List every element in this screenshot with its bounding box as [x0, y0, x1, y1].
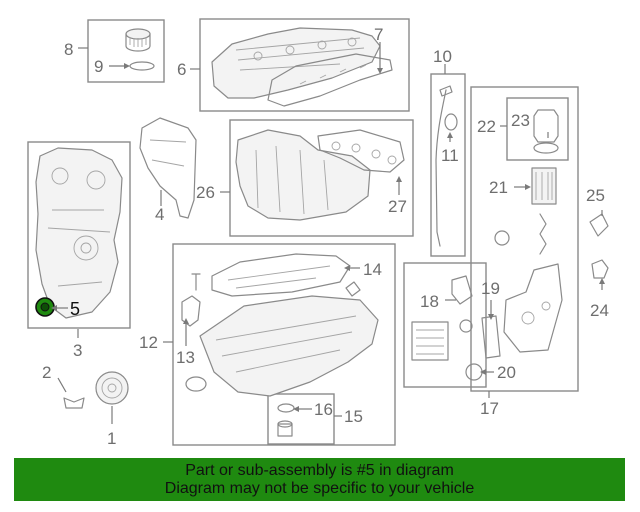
callout-17: 17: [480, 399, 499, 418]
box-oil-pan: [172, 243, 396, 446]
drain-plug-drawing: [277, 403, 295, 437]
callout-23: 23: [511, 111, 530, 130]
banner-line-2: Diagram may not be specific to your vehi…: [164, 479, 475, 497]
callout-26: 26: [196, 183, 215, 202]
callout-22: 22: [477, 117, 496, 136]
box-drain-plug: [267, 393, 335, 445]
callout-14: 14: [363, 260, 382, 279]
box-intake-manifold: [229, 119, 414, 237]
callout-27: 27: [388, 197, 407, 216]
box-oil-filter-cap: [506, 97, 569, 161]
callout-11: 11: [441, 146, 459, 165]
callout-8: 8: [64, 40, 73, 59]
callout-9: 9: [94, 57, 103, 76]
banner-line-1: Part or sub-assembly is #5 in diagram: [185, 461, 454, 479]
oil-pan-baffle-drawing: [211, 253, 351, 297]
oil-pan-drawing: [181, 273, 379, 397]
box-oil-filter-housing: [470, 86, 579, 392]
callout-20: 20: [497, 363, 516, 382]
exploded-engine-diagram: 8 9 6 7 10 11 22 23 21 25 4 26 27 14 12 …: [27, 18, 609, 448]
callout-21: 21: [489, 178, 508, 197]
callout-18: 18: [420, 292, 439, 311]
callout-4: 4: [155, 205, 164, 224]
callout-1: 1: [107, 429, 116, 448]
oil-filler-cap-drawing: [125, 28, 155, 71]
callout-16: 16: [314, 400, 333, 419]
crank-pulley-drawing: [63, 371, 129, 409]
callout-12: 12: [139, 333, 158, 352]
front-cover-drawing: [35, 147, 123, 319]
box-front-cover: [27, 141, 131, 329]
leader-lines: [51, 42, 605, 424]
part-notice-banner: Part or sub-assembly is #5 in diagram Di…: [14, 458, 625, 501]
box-dipstick: [430, 73, 466, 257]
callout-24: 24: [590, 301, 609, 320]
box-oil-cap: [87, 19, 165, 83]
callout-19: 19: [481, 279, 500, 298]
callout-6: 6: [177, 60, 186, 79]
box-oil-cooler: [403, 262, 487, 388]
callout-10: 10: [433, 47, 452, 66]
front-cover-bracket-drawing: [139, 117, 197, 219]
valve-cover-drawing: [211, 27, 393, 107]
callout-3: 3: [73, 341, 82, 360]
callout-25: 25: [586, 186, 605, 205]
callout-15: 15: [344, 407, 363, 426]
callout-7: 7: [374, 25, 383, 44]
callout-2: 2: [42, 363, 51, 382]
box-valve-cover: [199, 18, 410, 112]
intake-manifold-drawing: [235, 129, 405, 221]
crankshaft-seal-highlighted: [35, 297, 55, 317]
oil-filter-housing-drawing: [411, 109, 609, 381]
callout-13: 13: [176, 348, 195, 367]
dipstick-drawing: [435, 85, 458, 247]
callout-5: 5: [70, 299, 80, 319]
